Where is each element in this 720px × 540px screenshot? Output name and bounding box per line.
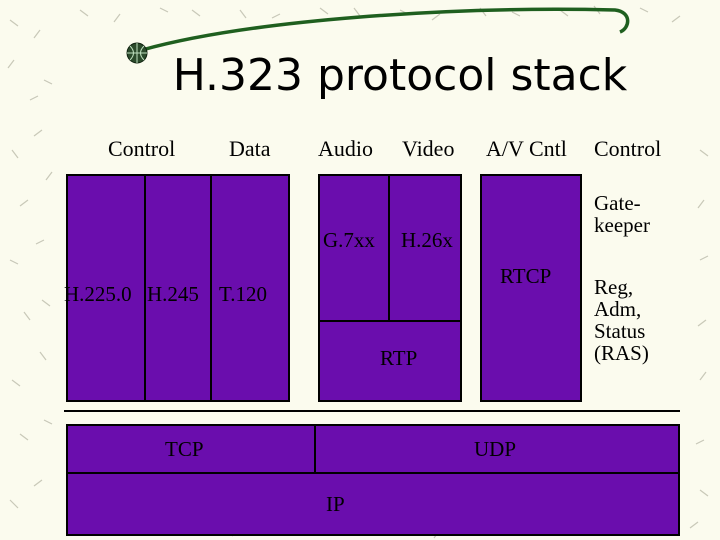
header-data: Data bbox=[229, 136, 271, 161]
header-video: Video bbox=[402, 136, 455, 161]
h26x-label: H.26x bbox=[401, 228, 453, 252]
title-band bbox=[140, 36, 720, 132]
header-av-cntl: A/V Cntl bbox=[486, 136, 567, 161]
ras-label: Reg, Adm, Status (RAS) bbox=[594, 276, 649, 364]
ip-label: IP bbox=[326, 492, 345, 516]
header-audio: Audio bbox=[318, 136, 373, 161]
g7xx-label: G.7xx bbox=[323, 228, 375, 252]
title-underline bbox=[141, 7, 630, 52]
gatekeeper-label: Gate- keeper bbox=[594, 192, 650, 236]
tcp-label: TCP bbox=[165, 437, 204, 461]
header-control-2: Control bbox=[594, 136, 662, 161]
rtp-label: RTP bbox=[380, 346, 418, 370]
separator-line bbox=[64, 410, 680, 412]
rtcp-label: RTCP bbox=[500, 264, 552, 288]
ras-line-2: Adm, bbox=[594, 297, 642, 321]
h245-block bbox=[144, 174, 212, 402]
t120-block bbox=[210, 174, 290, 402]
rtp-block bbox=[318, 320, 462, 402]
globe-icon bbox=[126, 42, 148, 64]
h26x-block bbox=[388, 174, 462, 322]
ip-block bbox=[66, 472, 680, 536]
gatekeeper-line-1: Gate- bbox=[594, 191, 641, 215]
gatekeeper-line-2: keeper bbox=[594, 213, 650, 237]
ras-line-4: (RAS) bbox=[594, 341, 649, 365]
h245-label: H.245 bbox=[147, 282, 199, 306]
h225-label: H.225.0 bbox=[64, 282, 132, 306]
header-control: Control bbox=[108, 136, 176, 161]
t120-label: T.120 bbox=[219, 282, 268, 306]
page-title: H.323 protocol stack bbox=[172, 50, 628, 101]
rtcp-block bbox=[480, 174, 582, 402]
udp-label: UDP bbox=[474, 437, 517, 461]
ras-line-3: Status bbox=[594, 319, 646, 343]
ras-line-1: Reg, bbox=[594, 275, 634, 299]
